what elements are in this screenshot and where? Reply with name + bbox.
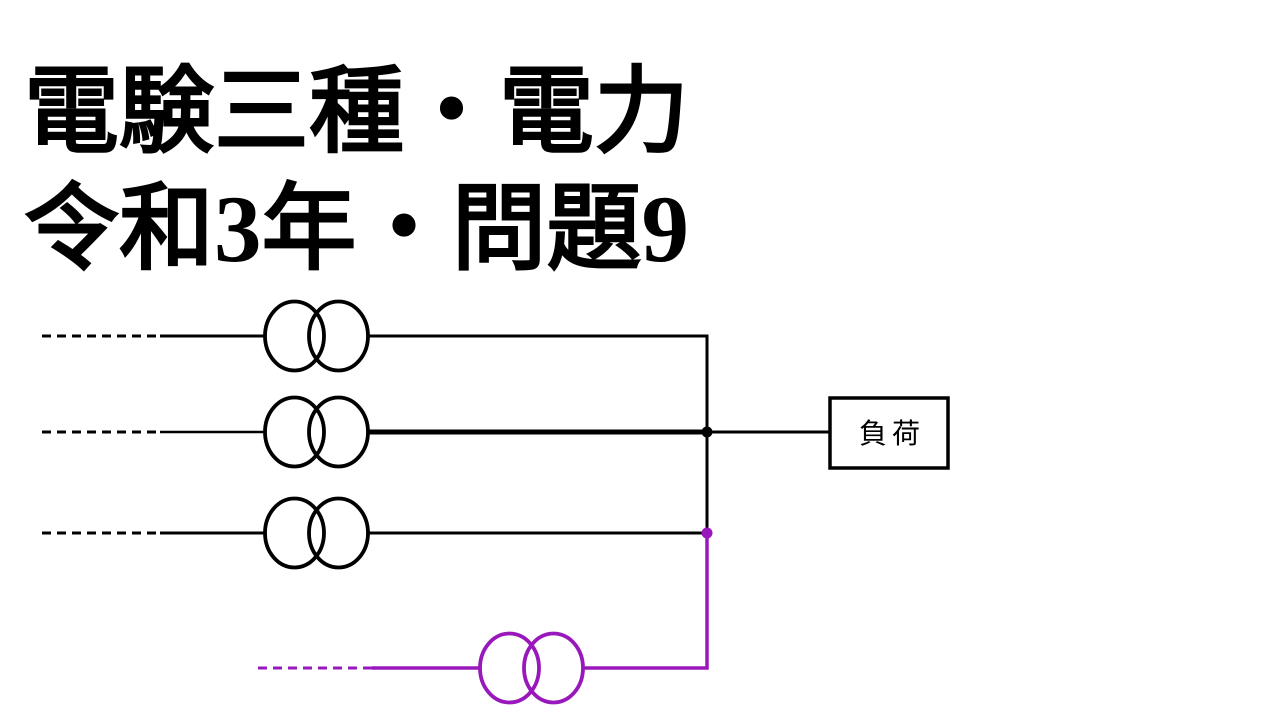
title-line-1: 電験三種・電力: [24, 59, 690, 165]
transformer-1-primary-coil-icon: [263, 299, 326, 373]
load-box-outline: [828, 396, 950, 470]
added-branch-connector-line: [583, 534, 709, 670]
transformer-added-secondary-coil-icon: [522, 631, 585, 705]
page-title: 電験三種・電力 令和3年・問題9: [24, 54, 689, 288]
transformer-2: [42, 395, 707, 469]
transformer-2-primary-coil-icon: [263, 395, 326, 469]
bus-junction-dot: [701, 426, 713, 438]
title-line-2: 令和3年・問題9: [24, 175, 690, 282]
transformer-added: [258, 527, 713, 705]
transformer-3-primary-coil-icon: [263, 496, 326, 570]
added-branch-junction-dot: [701, 527, 713, 539]
transformer-2-secondary-coil-icon: [307, 395, 370, 469]
load-box-label: 負荷: [859, 418, 925, 450]
transformer-1-secondary-coil-icon: [307, 299, 370, 373]
transformer-1: [42, 299, 709, 373]
transformer-3: [42, 496, 707, 570]
load-box: 負荷: [828, 396, 950, 470]
transformer-3-secondary-coil-icon: [307, 496, 370, 570]
